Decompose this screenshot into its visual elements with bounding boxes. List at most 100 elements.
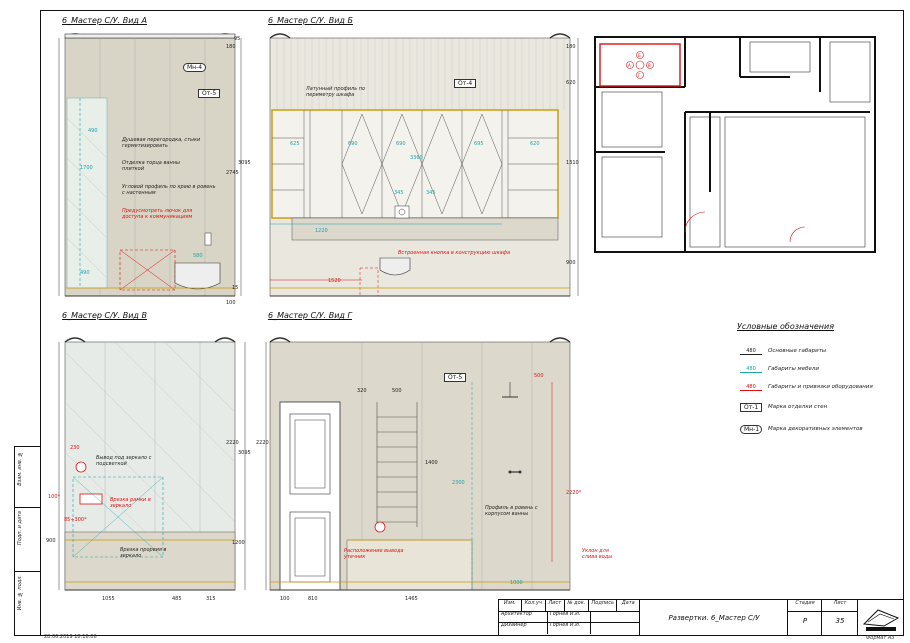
view-a-note-3: Угловой профиль по краю в ровень с насте… xyxy=(122,184,216,196)
view-a-ot-mark: От-5 xyxy=(198,89,221,98)
view-a-title: 6_Мастер С/У. Вид А xyxy=(62,16,147,25)
tb-stage-label: Стадия xyxy=(788,600,822,612)
view-b-dim-690b: 690 xyxy=(396,141,406,147)
view-v-dim-900: 900 xyxy=(46,538,56,544)
side-stamp-label-3: Инв. № подл. xyxy=(17,575,23,611)
view-a-dim-1700: 1700 xyxy=(80,165,93,171)
tb-name-designer: Горнев И.И. xyxy=(548,622,591,634)
tb-stage-value: Р xyxy=(802,617,808,625)
legend-sym-finish-mark: От-1 xyxy=(740,402,762,412)
view-g-dim-100: 100 xyxy=(280,596,290,602)
view-v-red-note: Врезка рамки в зеркало xyxy=(110,497,151,509)
floor-plan: Б А В Г xyxy=(594,36,876,253)
view-g-red-note-2: Уклон для слива воды xyxy=(582,548,613,560)
view-v-dim-230: 230 xyxy=(70,445,80,451)
tb-role-architect: Архитектор xyxy=(499,611,548,622)
company-logo xyxy=(862,609,900,631)
footer-format: Формат А3 xyxy=(866,635,895,641)
view-b-dim-345a: 345 xyxy=(394,190,404,196)
legend-item-furniture: 480 Габариты мебели xyxy=(740,360,890,378)
tb-sheet-label: Лист xyxy=(822,600,858,612)
tb-sheet-title: Развертки. 6_Мастер С/У xyxy=(668,613,760,622)
view-b-dim-690a: 690 xyxy=(348,141,358,147)
view-b-ot-mark: От-4 xyxy=(454,79,477,88)
legend-item-finish-mark: От-1 Марка отделки стен xyxy=(740,396,890,418)
tb-stage-cell: Стадия Р xyxy=(787,600,822,635)
legend-label-equipment: Габариты и привязки оборудования xyxy=(768,384,873,390)
view-v-dim-315: 315 xyxy=(206,596,216,602)
legend-sym-main: 480 xyxy=(740,348,762,355)
legend-label-furniture: Габариты мебели xyxy=(768,366,819,372)
view-a-red-note: Предусмотреть лючок для доступа к коммун… xyxy=(122,208,193,220)
view-b-red-note: Встроенная кнопка в конструкцию шкафа xyxy=(398,250,511,256)
view-v-dim-1200: 1200 xyxy=(232,540,245,546)
view-b-dim-180: 180 xyxy=(566,44,576,50)
view-a-note-2: Отделка торца ванны плиткой xyxy=(122,160,180,172)
tb-h-koluch: Кол.уч xyxy=(522,600,546,611)
view-b-dim-625: 625 xyxy=(290,141,300,147)
legend-label-main: Основные габариты xyxy=(768,348,827,354)
view-b-drawing xyxy=(269,33,579,297)
view-v-dim-85-300: 85÷300* xyxy=(64,517,87,523)
view-b-dim-695: 695 xyxy=(474,141,484,147)
footer-timestamp: 28.06.2019 18:16:06 xyxy=(44,634,97,640)
view-b-note-1: Латунный профиль по периметру шкафа xyxy=(306,86,366,98)
side-stamp-row-3: Инв. № подл. xyxy=(15,571,41,635)
view-g-dim-1000: 1000 xyxy=(510,580,523,586)
legend-label-decor-mark: Марка декоративных элементов xyxy=(768,426,863,432)
legend-label-finish-mark: Марка отделки стен xyxy=(768,404,828,410)
tb-h-sign: Подпись xyxy=(589,600,618,611)
view-v-note-2: Врезка прорвия в зеркало xyxy=(120,547,167,559)
view-a-mn-mark: Мн-4 xyxy=(183,63,207,72)
legend-item-equipment: 480 Габариты и привязки оборудования xyxy=(740,378,890,396)
tb-sheet-cell: Лист 35 xyxy=(821,600,858,635)
tb-sheet-title-cell: Развертки. 6_Мастер С/У xyxy=(639,600,788,635)
tb-h-doc: № док. xyxy=(565,600,590,611)
tb-sheet-value: 35 xyxy=(835,617,845,625)
view-b-dim-1310: 1310 xyxy=(566,160,579,166)
view-g-dim-500a: 500 xyxy=(392,388,402,394)
tb-name-architect: Горнев И.И. xyxy=(548,611,591,622)
legend-sym-furniture: 480 xyxy=(740,366,762,373)
legend-sym-equipment: 480 xyxy=(740,384,762,391)
legend-item-main: 480 Основные габариты xyxy=(740,342,890,360)
tb-h-izm: Изм. xyxy=(499,600,522,611)
tb-role-designer: Дизайнер xyxy=(499,622,548,634)
view-a-dim-580: 580 xyxy=(193,253,203,259)
view-g-dim-810: 810 xyxy=(308,596,318,602)
view-g-drawing xyxy=(265,337,571,591)
tb-h-date: Дата xyxy=(621,600,635,606)
view-g-dim-320: 320 xyxy=(357,388,367,394)
side-stamp-row-1: Взам. инв. № xyxy=(15,447,41,508)
plan-compass-v: В xyxy=(648,63,651,68)
legend-item-decor-mark: Мн-1 Марка декоративных элементов xyxy=(740,418,890,440)
view-g-title: 6_Мастер С/У. Вид Г xyxy=(268,311,352,320)
tb-row-architect: Архитектор Горнев И.И. xyxy=(499,611,639,623)
view-a-dim-2745: 2745 xyxy=(226,170,239,176)
side-stamp: Взам. инв. № Подп. и дата Инв. № подл. xyxy=(14,446,41,636)
view-g-red-note-1: Расположение вывода утечник xyxy=(344,548,404,560)
tb-logo-cell xyxy=(857,600,904,635)
tb-h-list: Лист xyxy=(546,600,565,611)
view-a-dim-15: 15 xyxy=(232,285,239,291)
view-a-dim-100: 100 xyxy=(226,300,236,306)
view-b-dim-3360: 3360 xyxy=(410,155,423,161)
view-v-dim-3095: 3095 xyxy=(238,450,251,456)
view-b-dim-1220: 1220 xyxy=(315,228,328,234)
view-g-note-1: Профиль в ровень с корпусом ванны xyxy=(485,505,538,517)
view-v-title: 6_Мастер С/У. Вид В xyxy=(62,311,147,320)
view-g-dim-2300: 2300 xyxy=(452,480,465,486)
view-v-note-1: Вывод под зеркало с подсветкой xyxy=(96,455,152,467)
view-g-dim-500b: 500 xyxy=(534,373,544,379)
view-b-dim-620: 620 xyxy=(530,141,540,147)
view-v-dim-485: 485 xyxy=(172,596,182,602)
view-a-dim-3095: 3095 xyxy=(238,160,251,166)
plan-compass-a: А xyxy=(628,63,631,68)
title-block: Изм. Кол.уч Лист № док. Подпись Дата Арх… xyxy=(498,599,904,636)
view-a-dim-95: 95 xyxy=(234,36,241,42)
view-v-dim-1055: 1055 xyxy=(102,596,115,602)
view-v-dim-100: 100* xyxy=(48,494,61,500)
side-stamp-label-2: Подп. и дата xyxy=(17,511,23,546)
tb-header-row: Изм. Кол.уч Лист № док. Подпись Дата xyxy=(499,600,639,612)
tb-row-designer: Дизайнер Горнев И.И. xyxy=(499,622,639,634)
